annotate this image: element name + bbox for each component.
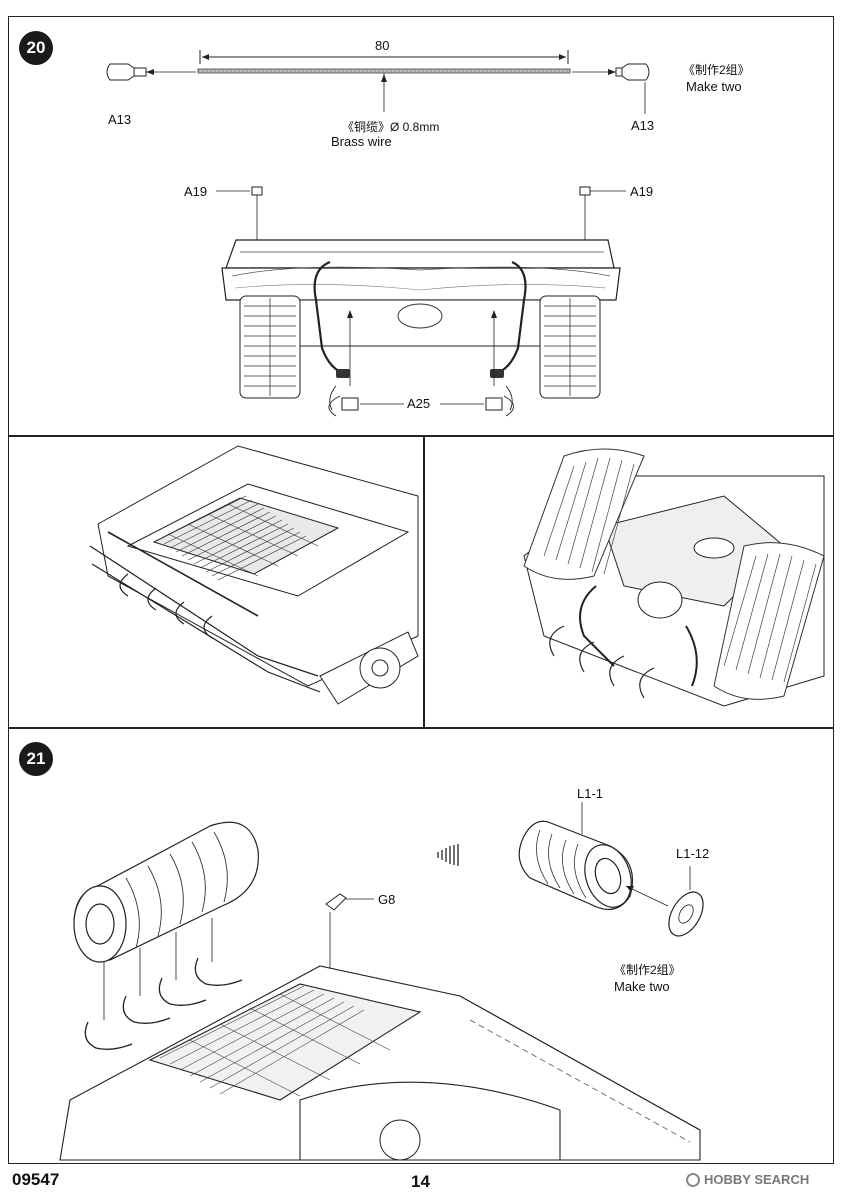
result-view-right-drawing [523, 448, 825, 707]
part-l1-1: L1-1 [577, 786, 604, 801]
dimension-line [199, 50, 569, 64]
watermark-logo-icon [686, 1172, 700, 1187]
step-21-badge: 21 [19, 742, 53, 776]
part-a19-right: A19 [630, 184, 654, 199]
part-a25: A25 [407, 396, 431, 411]
watermark: HOBBY SEARCH [686, 1172, 809, 1187]
step-20-badge: 20 [19, 31, 53, 65]
part-a19-left: A19 [184, 184, 208, 199]
part-l1-12: L1-12 [676, 846, 710, 861]
a13-left-fitting-icon [106, 63, 196, 81]
part-a13-right: A13 [631, 118, 655, 133]
part-g8: G8 [378, 892, 396, 907]
step-20-panel [8, 16, 834, 436]
make-two-en: Make two [686, 79, 742, 94]
brass-wire [197, 68, 571, 112]
step-21-panel [8, 728, 834, 1164]
dimension-label: 80 [375, 38, 390, 53]
part-a13-left: A13 [108, 112, 132, 127]
make-two-en-21: Make two [614, 979, 670, 994]
page-number: 14 [411, 1172, 430, 1191]
kit-number: 09547 [12, 1170, 60, 1189]
wire-spec-cn: 《铜缆》Ø 0.8mm [342, 120, 440, 134]
a13-right-fitting-icon [572, 63, 650, 114]
result-view-left-drawing [89, 445, 419, 705]
result-view-right-panel [424, 436, 834, 728]
wire-spec-en: Brass wire [331, 134, 392, 149]
make-two-cn-21: 《制作2组》 [614, 963, 681, 977]
hull-rear-view-drawing [216, 186, 626, 417]
result-view-left-panel [8, 436, 424, 728]
make-two-cn: 《制作2组》 [683, 63, 750, 77]
direction-arrow-icon [437, 844, 459, 866]
watermark-text: HOBBY SEARCH [704, 1172, 810, 1187]
